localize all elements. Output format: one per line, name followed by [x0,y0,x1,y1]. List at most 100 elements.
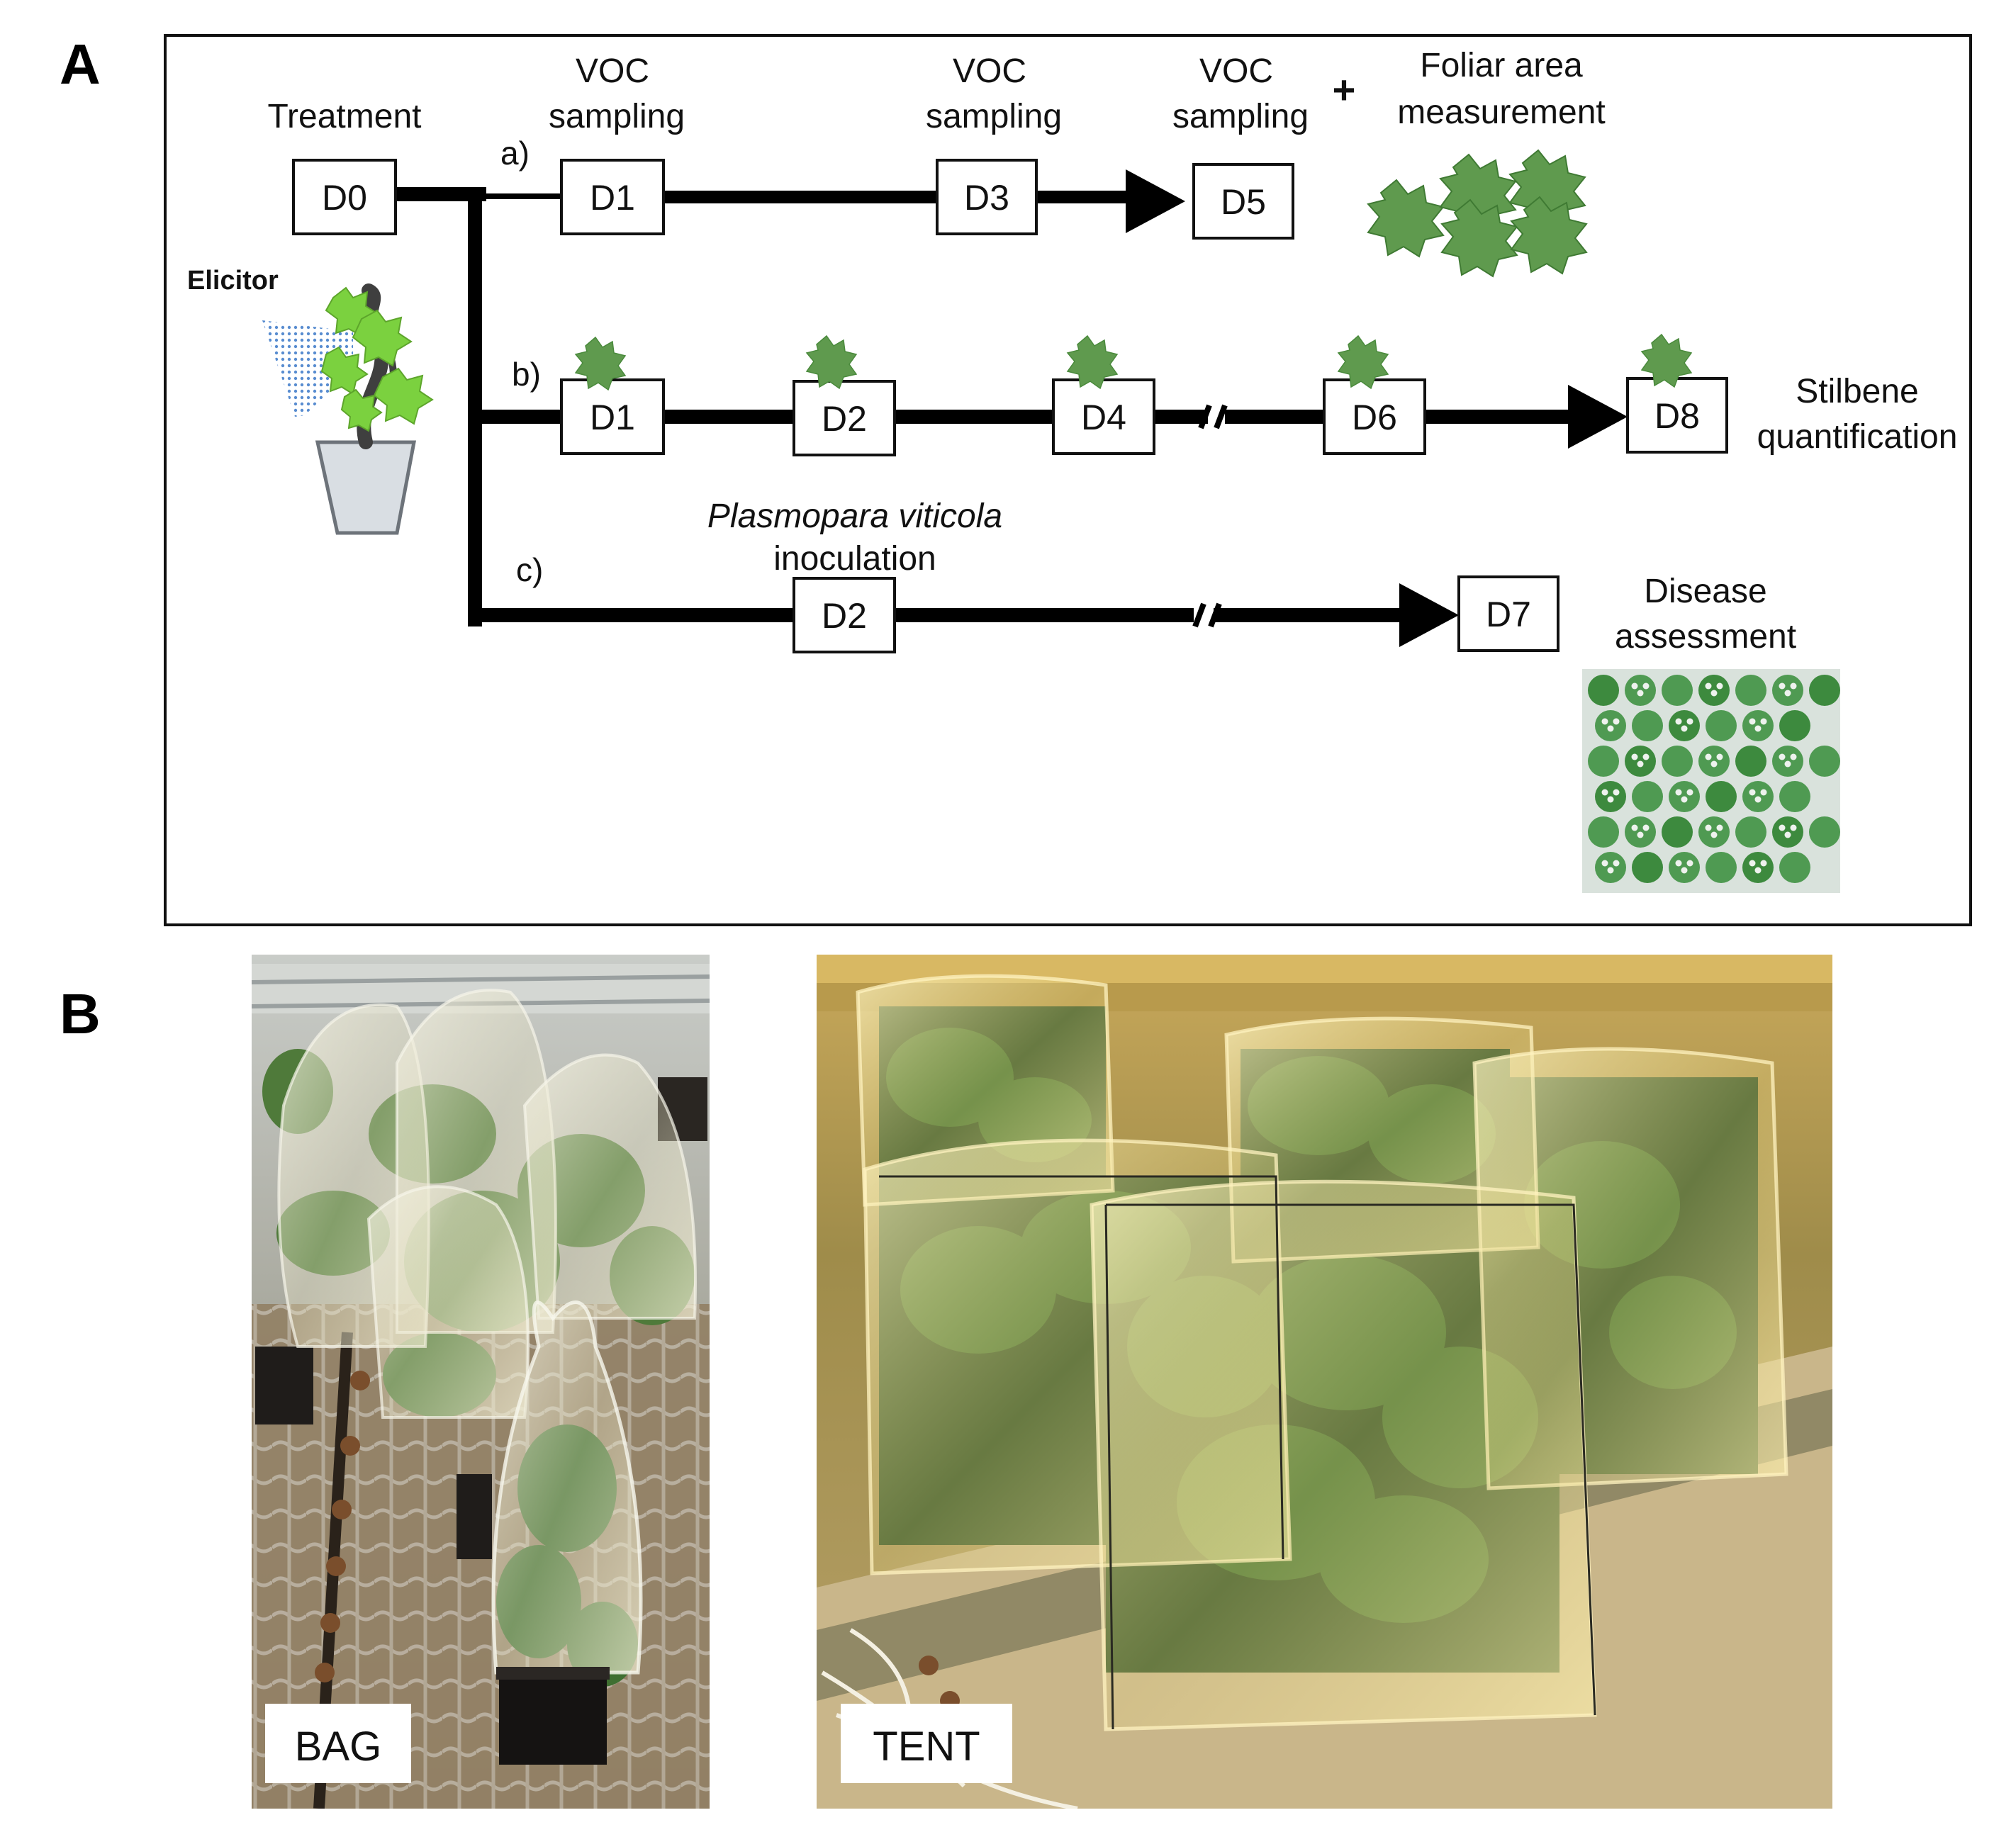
day-c-2: D7 [1486,595,1531,634]
leaf-icon-b-d6 [1337,335,1389,390]
bag-label: BAG [295,1724,382,1770]
leaf-disc [1632,710,1663,741]
sporulation-spot [1637,831,1644,838]
branch-b-arrowhead [1568,385,1628,449]
leaf-disc [1662,675,1693,706]
sporulation-spot [1760,718,1767,725]
sporulation-spot [1681,725,1688,732]
sporulation-spot [1686,718,1693,725]
sporulation-spot [1716,824,1723,831]
sporulation-spot [1790,753,1797,760]
sporulation-spot [1607,867,1614,874]
day-d0: D0 [322,178,367,218]
box-d0 [292,159,397,235]
break-mark-c-1 [1192,602,1206,628]
break-mark-b-2 [1214,404,1228,429]
leaf-disc [1809,746,1840,777]
sporulation-spot [1607,725,1614,732]
sporulation-spot [1749,860,1756,867]
d0-connector [396,187,486,201]
branch-c-line-3 [1214,608,1402,622]
sporulation-spot [1601,718,1608,725]
sporulation-spot [1681,796,1688,803]
sporulation-spot [1754,867,1762,874]
sporulation-spot [1754,725,1762,732]
leaf-disc [1632,852,1663,883]
sporulation-spot [1760,860,1767,867]
bag-photo [252,955,710,1809]
sporulation-spot [1779,824,1786,831]
sporulation-spot [1675,718,1682,725]
sporulation-spot [1784,760,1791,768]
leaf-icon-b-d4 [1066,335,1119,390]
tent-label: TENT [873,1724,980,1770]
sporulation-spot [1675,860,1682,867]
break-mark-b-1 [1198,404,1212,429]
sporulation-spot [1631,824,1638,831]
pot-icon [315,440,417,535]
leaf-disc [1809,816,1840,848]
sporulation-spot [1601,789,1608,796]
day-a-2: D3 [964,178,1009,218]
voc-label-2-bottom: sampling [926,98,1062,135]
sporulation-spot [1642,824,1650,831]
tent-label-box [841,1704,1012,1783]
sporulation-spot [1779,682,1786,690]
sporulation-spot [1784,831,1791,838]
sporulation-spot [1710,760,1718,768]
leaf-icon-b-d1 [574,336,627,391]
day-boxes [292,159,1728,653]
voc-label-1-top: VOC [576,52,649,90]
sporulation-spot [1779,753,1786,760]
sporulation-spot [1705,682,1712,690]
day-a-1: D1 [590,178,635,218]
timeline-lines [396,169,1628,647]
leaf-disc [1632,781,1663,812]
leaf-disc [1735,816,1766,848]
box-a-d1 [560,159,665,235]
sporulation-spot [1631,753,1638,760]
day-b-3: D4 [1081,398,1126,437]
plus-sign: + [1333,67,1356,112]
sporulation-spot [1631,682,1638,690]
sporulation-spot [1754,796,1762,803]
sporulation-spot [1760,789,1767,796]
leaf-disc [1779,852,1810,883]
branch-b-line-2 [895,410,1053,424]
leaf-disc [1735,746,1766,777]
branch-c-line-1 [469,608,794,622]
voc-label-3-top: VOC [1199,52,1273,90]
box-b-d1 [560,378,665,455]
sporulation-spot [1749,718,1756,725]
tent-photo [817,955,1832,1809]
box-b-d6 [1323,378,1426,455]
sporulation-spot [1601,860,1608,867]
leaf-icon-b-d2 [805,335,858,390]
stilbene-label-bottom: quantification [1757,418,1958,456]
sporulation-spot [1784,690,1791,697]
disease-label-top: Disease [1644,573,1766,610]
leaf-disc [1735,675,1766,706]
branch-a-arrowhead [1126,169,1185,233]
leaf-disc [1706,852,1737,883]
foliar-leaves-illustration [1367,149,1588,278]
foliar-label-bottom: measurement [1397,94,1605,131]
sporulation-spot [1716,753,1723,760]
sporulation-spot [1790,824,1797,831]
day-b-1: D1 [590,398,635,437]
box-b-d2 [793,380,896,456]
branch-b-line-5 [1425,410,1571,424]
leaf-disc [1706,781,1737,812]
box-c-d2 [793,577,896,653]
branch-a-line-1 [663,191,937,203]
leaf-disc [1662,816,1693,848]
leaf-icon-b-d8 [1640,333,1693,388]
day-b-2: D2 [822,399,867,439]
branch-b-tag: b) [512,356,541,393]
sporulation-spot [1642,682,1650,690]
branch-b-line-1 [663,410,794,424]
leaf-icons-stilbene [574,333,1693,391]
sporulation-spot [1675,789,1682,796]
sporulation-spot [1790,682,1797,690]
box-c-d7 [1457,575,1559,652]
